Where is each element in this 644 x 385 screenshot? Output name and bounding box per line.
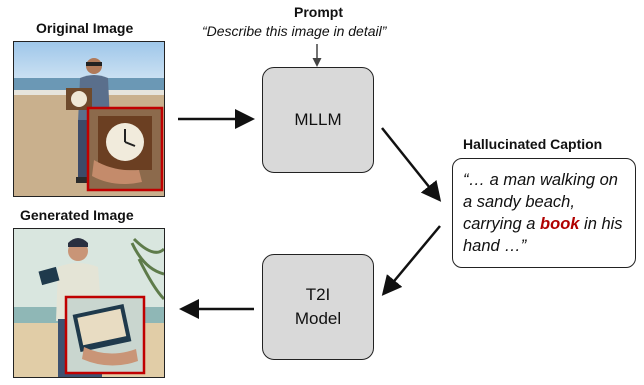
t2i-label-line1: T2I (305, 285, 331, 304)
t2i-label-line2: Model (294, 309, 342, 328)
arrow-caption-to-t2i (381, 225, 441, 296)
mllm-label: MLLM (294, 110, 342, 129)
t2i-model-box: T2I Model (262, 254, 374, 360)
mllm-box: MLLM (262, 67, 374, 173)
original-image-picture (14, 42, 164, 196)
generated-image-picture (14, 229, 164, 377)
generated-image (13, 228, 165, 378)
generated-image-title: Generated Image (20, 207, 134, 223)
prompt-title: Prompt (294, 4, 343, 20)
arrow-mllm-to-caption (381, 127, 442, 202)
caption-highlight-word: book (540, 215, 580, 233)
hallucinated-caption-title: Hallucinated Caption (463, 136, 603, 152)
caption-text-end: in his hand …” (463, 215, 623, 255)
hallucinated-caption-box: “… a man walking on a sandy beach, carry… (452, 158, 636, 268)
prompt-text: “Describe this image in detail” (202, 23, 387, 39)
original-image-title: Original Image (36, 20, 134, 36)
caption-text-start: “… a man walking on a sandy beach, carry… (463, 171, 618, 233)
original-image (13, 41, 165, 197)
